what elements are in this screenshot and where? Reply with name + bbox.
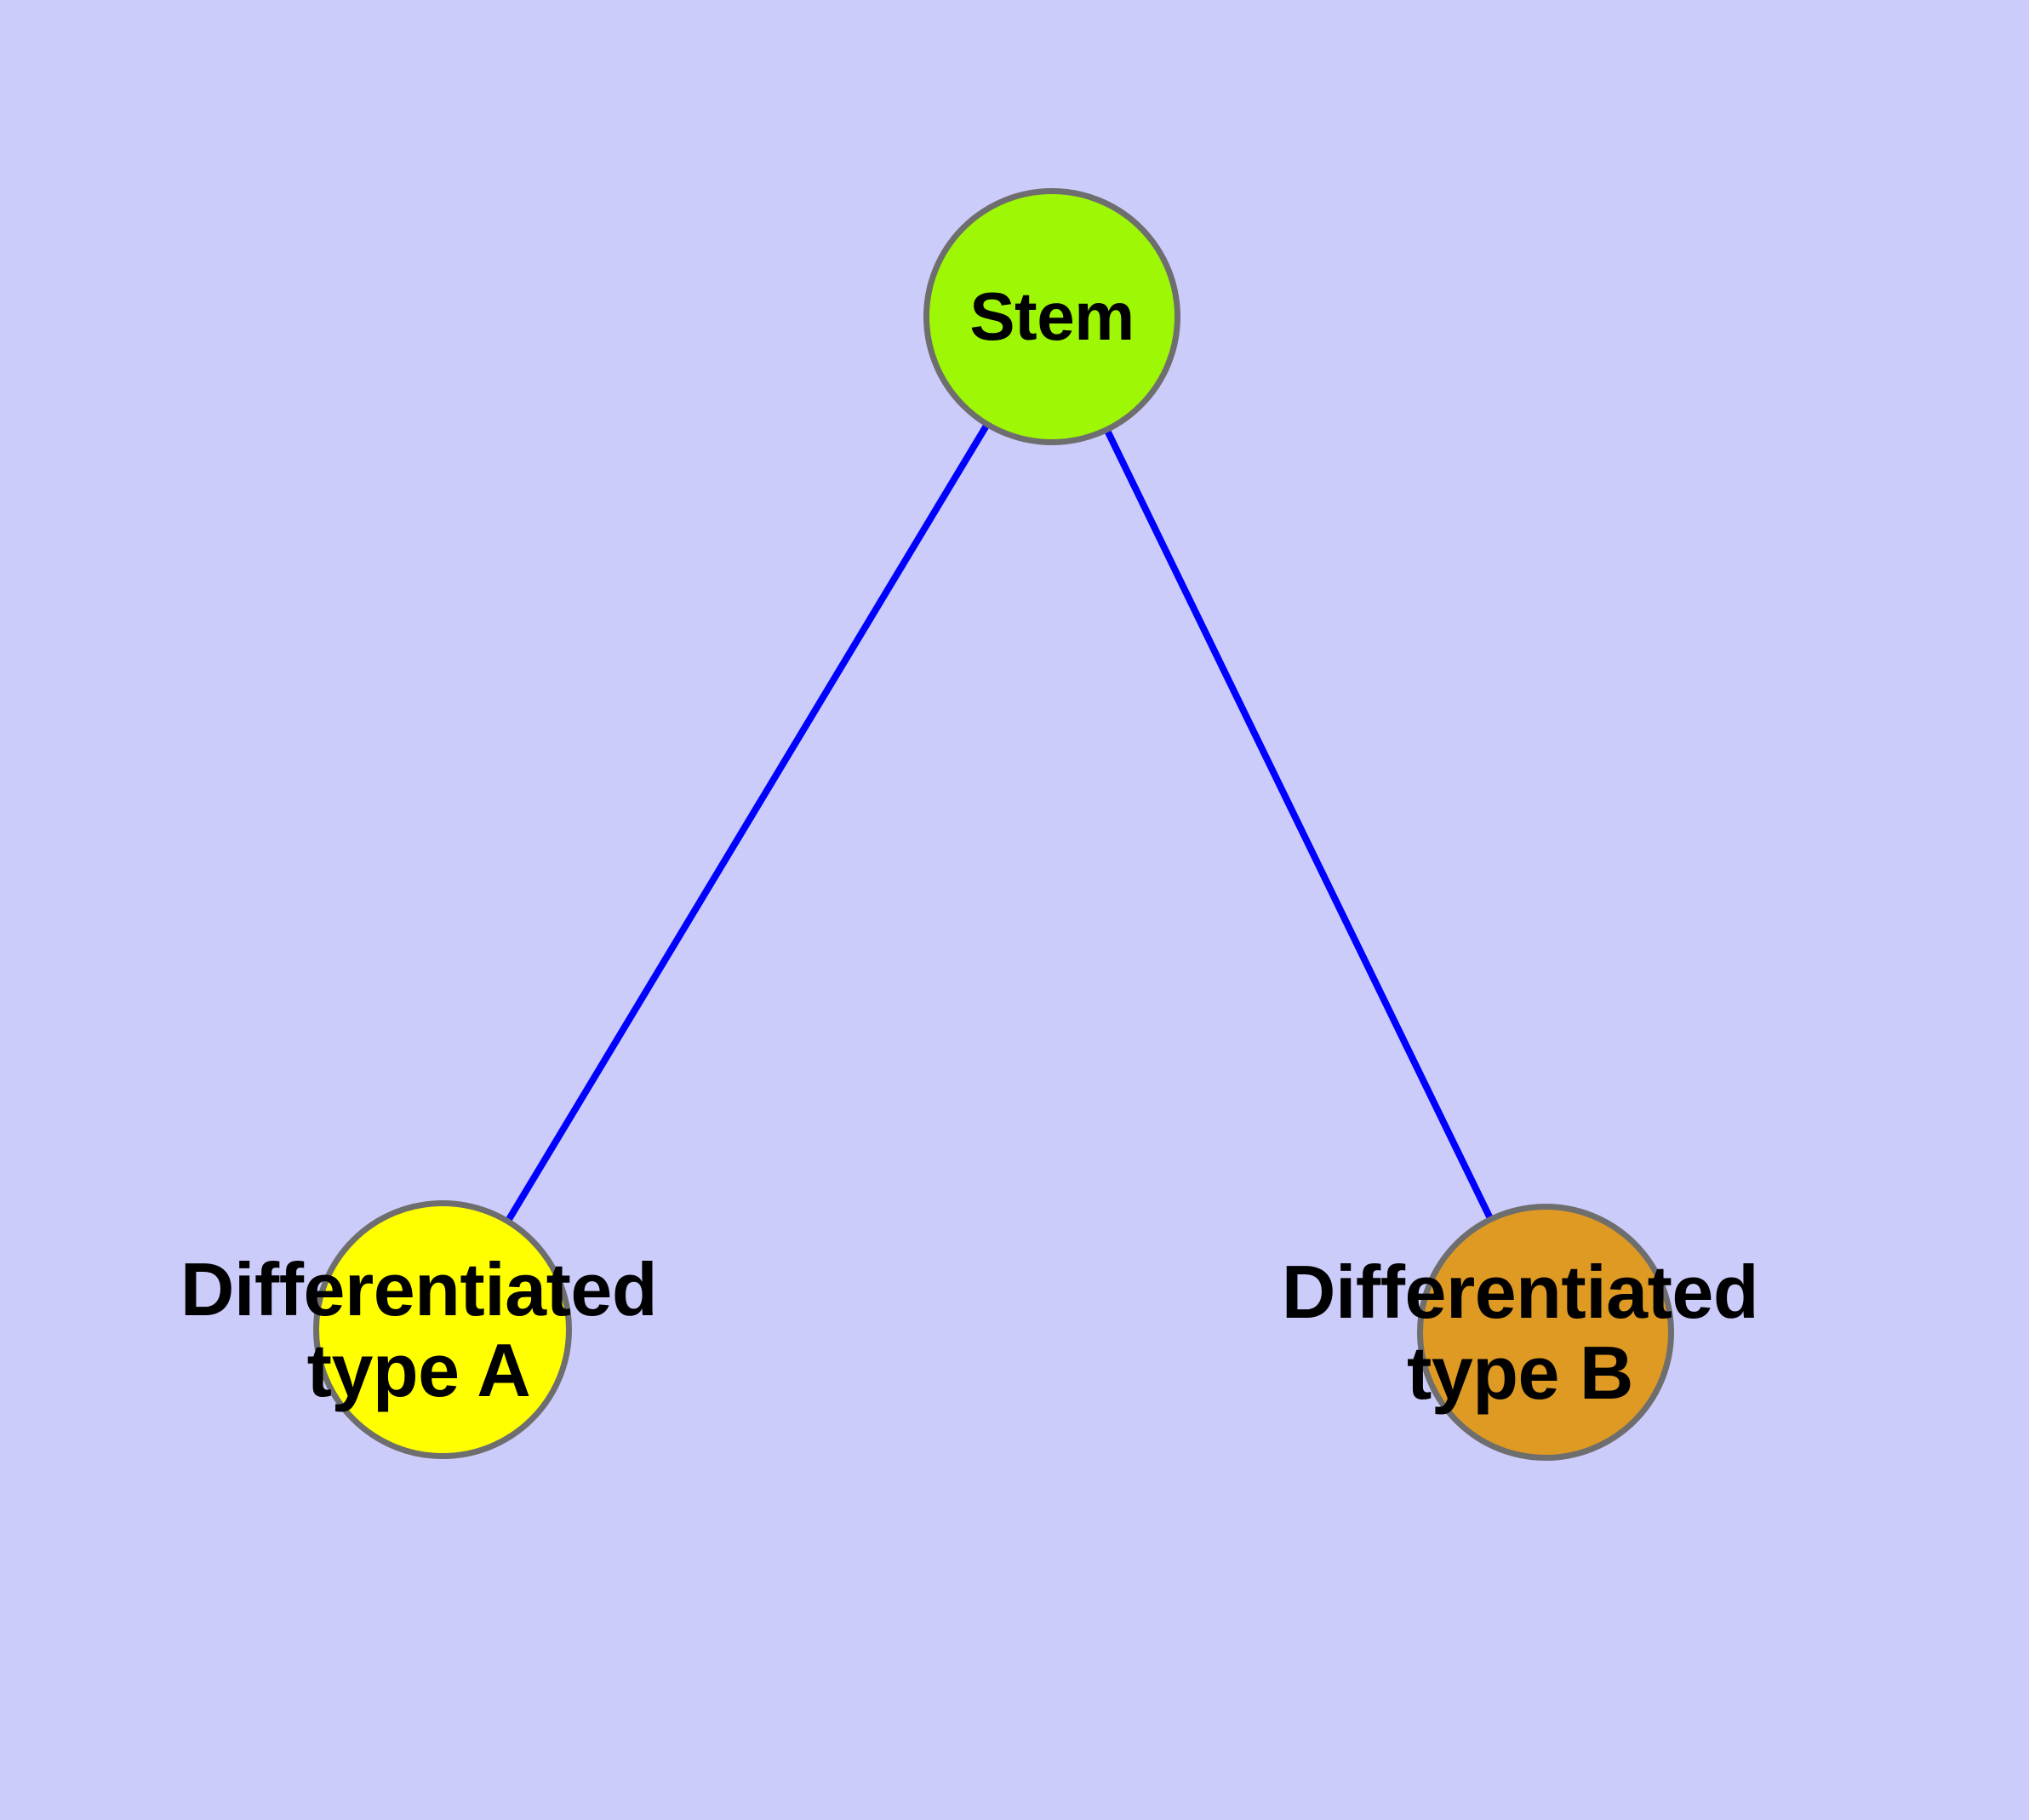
graph-edge-stem-to-diff_b bbox=[1049, 315, 1549, 1334]
node-layer bbox=[313, 188, 1674, 1461]
graph-node-diff_b[interactable] bbox=[1417, 1204, 1674, 1461]
graph-node-diff_a[interactable] bbox=[313, 1200, 572, 1459]
graph-edge-stem-to-diff_a bbox=[439, 314, 1055, 1332]
edge-layer bbox=[439, 314, 1549, 1334]
graph-node-stem[interactable] bbox=[923, 188, 1180, 445]
